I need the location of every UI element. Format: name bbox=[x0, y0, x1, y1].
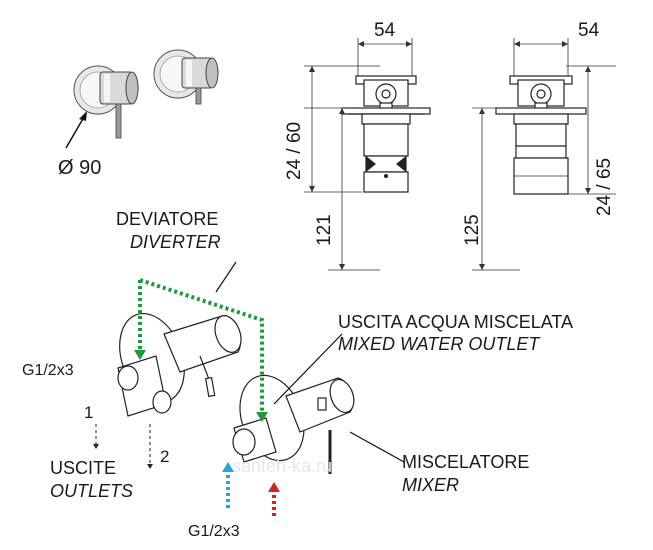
height-dim-1: 121 bbox=[314, 214, 335, 246]
outlets-label-it: USCITE bbox=[50, 458, 116, 478]
mixed-outlet-label-it: USCITA ACQUA MISCELATA bbox=[338, 312, 573, 332]
mixer-label-it: MISCELATORE bbox=[402, 452, 529, 472]
cold-arrow-head bbox=[222, 462, 234, 472]
depth-dim-2: 24 / 65 bbox=[594, 158, 615, 216]
flow-arrow-head-1 bbox=[134, 350, 146, 360]
mixer-label-en: MIXER bbox=[402, 475, 459, 495]
diverter-label-en: DIVERTER bbox=[130, 232, 221, 252]
width-dim-2: 54 bbox=[578, 20, 600, 41]
outlet-2-arrow-head bbox=[147, 464, 153, 469]
thread-inlet-label: G1/2x3 bbox=[188, 523, 240, 540]
mixer-drawing bbox=[232, 374, 355, 474]
diameter-label: Ø 90 bbox=[58, 157, 101, 179]
tech-drawing-side: 54 125 24 / 65 bbox=[462, 20, 616, 271]
flow-arrows-green bbox=[138, 278, 264, 414]
outlet-1-arrow-head bbox=[93, 444, 99, 449]
diverter-drawing bbox=[117, 312, 242, 417]
flow-arrow-head-2 bbox=[256, 412, 268, 422]
product-photo-diverter bbox=[153, 49, 219, 105]
thread-outlet-label: G1/2x3 bbox=[22, 362, 74, 379]
outlet-number-1: 1 bbox=[84, 403, 93, 422]
outlet-number-2: 2 bbox=[160, 447, 169, 466]
diverter-label-it: DEVIATORE bbox=[116, 209, 218, 229]
hot-arrow-head bbox=[268, 482, 280, 492]
tech-drawing-front: 54 24 / 60 121 bbox=[284, 20, 431, 271]
mixer-leader bbox=[349, 431, 405, 463]
watermark: santeh-ka.ru bbox=[232, 456, 332, 476]
depth-dim-1: 24 / 60 bbox=[284, 122, 305, 180]
mixed-outlet-label-en: MIXED WATER OUTLET bbox=[338, 334, 541, 354]
height-dim-2: 125 bbox=[462, 214, 483, 246]
product-photo-mixer bbox=[73, 65, 139, 139]
width-dim-1: 54 bbox=[374, 20, 396, 41]
mixed-outlet-leader bbox=[273, 333, 343, 405]
diameter-arrow bbox=[65, 111, 87, 149]
outlets-label-en: OUTLETS bbox=[50, 481, 133, 501]
diverter-leader bbox=[215, 261, 237, 293]
